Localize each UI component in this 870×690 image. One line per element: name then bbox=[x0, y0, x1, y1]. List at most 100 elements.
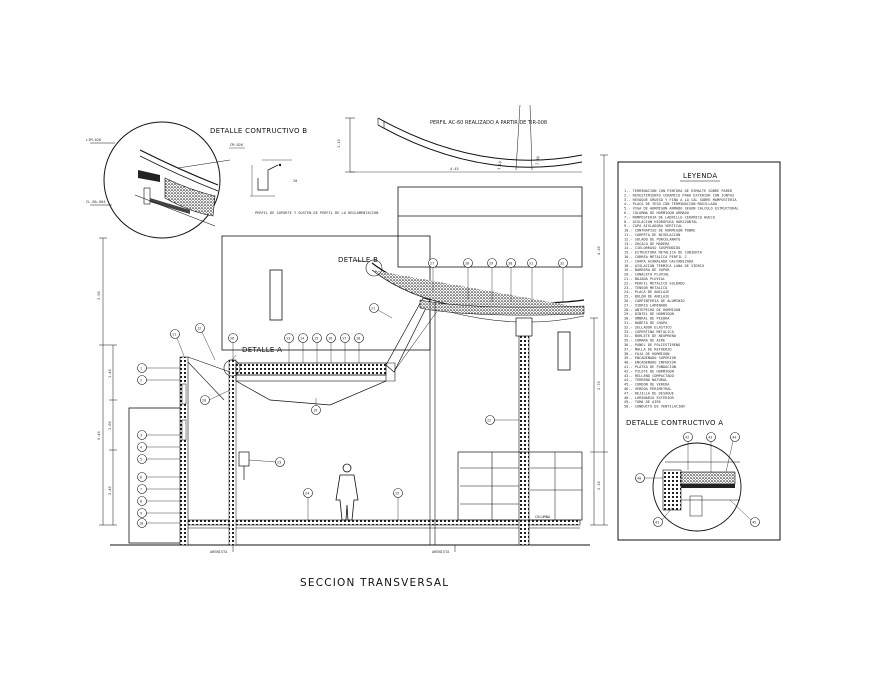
legend-item: 2.- REVESTIMIENTO CERAMICO PARA EXTERIOR… bbox=[624, 193, 734, 197]
callout: 11 bbox=[170, 329, 185, 357]
svg-text:27: 27 bbox=[430, 262, 434, 266]
legend-item: 14.- CIELORRASO SUSPENDIDO bbox=[624, 246, 680, 250]
legend-item: 40.- ENCADENADO INFERIOR bbox=[624, 361, 677, 365]
callout: 23 bbox=[248, 457, 285, 467]
svg-text:22: 22 bbox=[487, 419, 491, 423]
callout: 2 bbox=[137, 375, 180, 385]
svg-text:4.45: 4.45 bbox=[450, 167, 459, 171]
callout: 22 bbox=[485, 415, 519, 425]
legend-item: 17.- CHAPA ACANALADA GALVANIZADA bbox=[624, 259, 694, 263]
callout: 44 bbox=[725, 432, 740, 473]
legend-item: 47.- REJILLA DE DESAGUE bbox=[624, 391, 674, 395]
legend-item: 19.- BARRERA DE VAPOR bbox=[624, 268, 670, 272]
ground-label-2: ARENISTA bbox=[432, 550, 450, 554]
callout: 29 bbox=[487, 258, 497, 302]
svg-text:9: 9 bbox=[140, 512, 142, 516]
svg-text:3.10: 3.10 bbox=[497, 161, 502, 170]
callout: 4 bbox=[137, 442, 180, 452]
svg-text:17: 17 bbox=[342, 337, 346, 341]
svg-text:10: 10 bbox=[139, 522, 143, 526]
svg-text:1.40: 1.40 bbox=[108, 369, 112, 378]
legend-item: 46.- VEREDA PERIMETRAL bbox=[624, 387, 672, 391]
legend-item: 26.- CARPINTERIA DE ALUMINIO bbox=[624, 299, 685, 303]
svg-text:5.40: 5.40 bbox=[97, 431, 101, 440]
svg-text:4: 4 bbox=[140, 446, 142, 450]
callout: 16 bbox=[326, 333, 336, 363]
svg-text:23: 23 bbox=[277, 461, 281, 465]
legend-item: 5.- VIGA DE HORMIGON ARMADO SEGUN CALCUL… bbox=[624, 207, 739, 211]
svg-text:29: 29 bbox=[489, 262, 493, 266]
callouts-roof: 11 12 13 14 15 16 17 18 19 20 bbox=[170, 323, 364, 415]
svg-text:15: 15 bbox=[314, 337, 318, 341]
legend-title: LEYENDA bbox=[683, 172, 717, 180]
legend-item: 34.- BURLETE DE NEOPRENO bbox=[624, 334, 676, 338]
legend-item: 25.- BULON DE ANCLAJE bbox=[624, 295, 669, 299]
legend-item: 49.- TOMA DE AIRE bbox=[624, 400, 661, 404]
drawing-title: SECCION TRANSVERSAL bbox=[300, 577, 449, 589]
callouts-misc: 21 22 23 24 25 26 bbox=[228, 303, 519, 520]
callout: 1 bbox=[137, 363, 180, 373]
svg-text:12: 12 bbox=[197, 327, 201, 331]
callout: 31 bbox=[527, 258, 537, 302]
legend-item: 1.- TERMINACION CON PINTURA DE ESMALTE S… bbox=[624, 189, 732, 193]
legend-item: 37.- MALLA DE REFUERZO bbox=[624, 347, 672, 351]
svg-text:31: 31 bbox=[529, 262, 533, 266]
svg-text:2: 2 bbox=[140, 379, 142, 383]
callout: 3 bbox=[137, 430, 180, 440]
legend-panel: LEYENDA 1.- TERMINACION CON PINTURA DE E… bbox=[617, 161, 781, 541]
callouts-high: 27 28 29 30 31 32 bbox=[428, 258, 568, 302]
detail-b-group: LIM-026 CL-BA-004 CM-026 DETALLE CONTRUC… bbox=[86, 121, 378, 239]
legend-item: 28.- ANTEPECHO DE HORMIGON bbox=[624, 308, 680, 312]
svg-text:16: 16 bbox=[328, 337, 332, 341]
legend-item: 11.- CARPETA DE NIVELACION bbox=[624, 233, 680, 237]
svg-text:2.40: 2.40 bbox=[535, 156, 540, 165]
callout: 25 bbox=[393, 488, 403, 520]
person-figure bbox=[335, 463, 359, 521]
callout: 43 bbox=[706, 432, 716, 472]
svg-text:CL-BA-004: CL-BA-004 bbox=[86, 200, 105, 204]
ground-label-1: ARENISTA bbox=[210, 550, 228, 554]
legend-item: 39.- ENCADENADO SUPERIOR bbox=[624, 356, 677, 360]
svg-text:32: 32 bbox=[560, 262, 564, 266]
legend-item: 22.- PERFIL METALICO SOLDADO bbox=[624, 281, 685, 285]
svg-text:25: 25 bbox=[395, 492, 399, 496]
svg-text:19: 19 bbox=[313, 409, 317, 413]
legend-item: 10.- CONTRAPISO DE HORMIGON POBRE bbox=[624, 229, 695, 233]
svg-text:4.20: 4.20 bbox=[597, 246, 601, 255]
legend-item: 13.- ZOCALO DE MADERA bbox=[624, 242, 670, 246]
legend-item: 4.- PLACA DE YESO CON TERMINACION MASILL… bbox=[624, 202, 718, 206]
legend-item: 44.- TERRENO NATURAL bbox=[624, 378, 667, 382]
svg-text:45: 45 bbox=[752, 521, 756, 525]
svg-text:3: 3 bbox=[140, 434, 142, 438]
legend-item: 27.- VIDRIO LAMINADO bbox=[624, 303, 667, 307]
svg-text:1: 1 bbox=[140, 367, 142, 371]
column-label: COLUMNA bbox=[535, 515, 551, 519]
legend-item: 42.- PILOTE DE HORMIGON bbox=[624, 369, 674, 373]
callout: 45 bbox=[729, 499, 760, 527]
svg-text:2.70: 2.70 bbox=[597, 381, 601, 390]
svg-text:3.00: 3.00 bbox=[97, 291, 101, 300]
svg-text:26: 26 bbox=[230, 337, 234, 341]
svg-text:28: 28 bbox=[465, 262, 469, 266]
callout: 32 bbox=[558, 258, 568, 302]
legend-item: 30.- UMBRAL DE PIEDRA bbox=[624, 317, 670, 321]
svg-text:8: 8 bbox=[140, 500, 142, 504]
svg-text:40: 40 bbox=[637, 477, 641, 481]
legend-item: 9.- CAPA AISLADORA VERTICAL bbox=[624, 224, 682, 228]
legend-item: 6.- COLUMNA DE HORMIGON ARMADO bbox=[624, 211, 689, 215]
main-section: COLUMNA 3.00 5.40 1.40 1.60 2.40 4.20 2.… bbox=[97, 154, 608, 554]
legend-item: 31.- BABETA DE CHAPA bbox=[624, 321, 668, 325]
callouts-left: 1 2 3 4 5 6 7 8 9 10 bbox=[137, 363, 180, 528]
svg-text:5: 5 bbox=[140, 458, 142, 462]
callout: 24 bbox=[303, 488, 313, 520]
svg-text:11: 11 bbox=[172, 333, 176, 337]
legend-item: 33.- CUPERTINA METALICA bbox=[624, 330, 675, 334]
detail-a-title: DETALLE CONTRUCTIVO A bbox=[626, 419, 723, 427]
legend-item: 8.- AISLACION HIDROFUGA HORIZONTAL bbox=[624, 220, 698, 224]
legend-item: 21.- BAJADA PLUVIAL bbox=[624, 277, 665, 281]
callout: 27 bbox=[428, 258, 438, 292]
callout: 5 bbox=[137, 454, 180, 464]
legend-item: 29.- DINTEL DE HORMIGON bbox=[624, 312, 674, 316]
svg-text:6: 6 bbox=[140, 476, 142, 480]
